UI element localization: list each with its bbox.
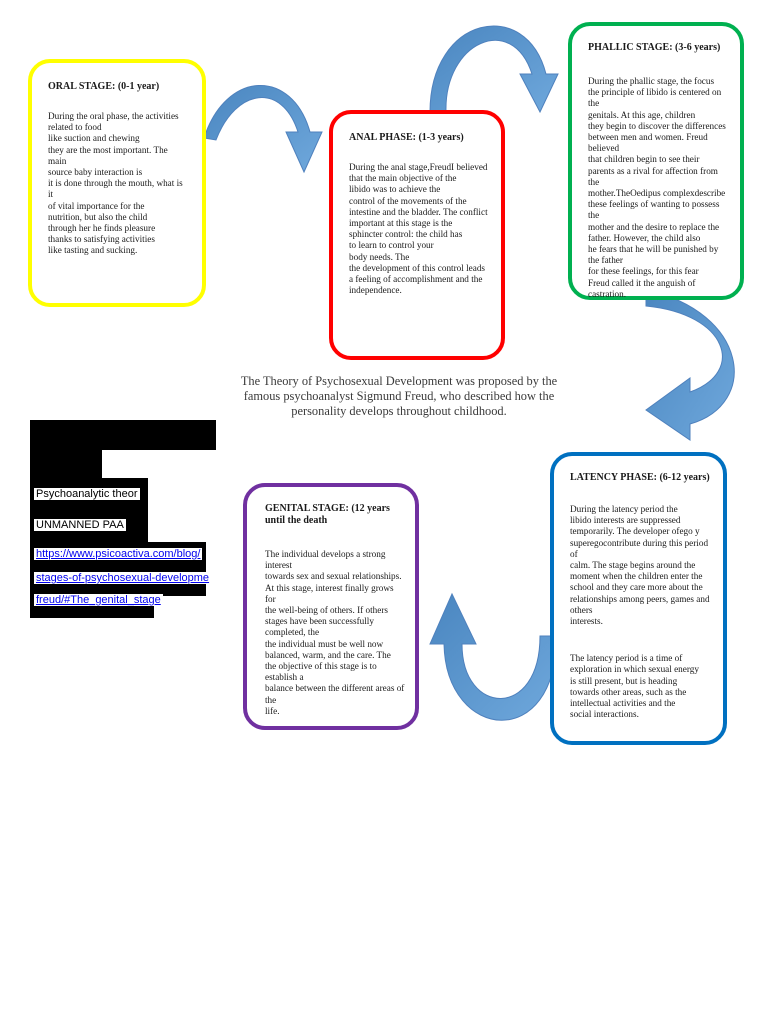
genital-stage-box: GENITAL STAGE: (12 years until the death… [243, 483, 419, 730]
anal-phase-text: During the anal stage,FreudI believed th… [349, 162, 488, 296]
arrow-oral-to-anal [203, 85, 323, 174]
genital-stage-title: GENITAL STAGE: (12 years until the death [265, 503, 390, 526]
oral-stage-text: During the oral phase, the activities re… [48, 111, 183, 256]
reference-line-1: Psychoanalytic theor [34, 488, 140, 500]
latency-phase-title: LATENCY PHASE: (6-12 years) [570, 472, 710, 483]
anal-phase-box: ANAL PHASE: (1-3 years) During the anal … [329, 110, 505, 360]
reference-link-2[interactable]: stages-of-psychosexual-developme [34, 572, 212, 584]
latency-phase-box: LATENCY PHASE: (6-12 years) During the l… [550, 452, 727, 745]
arrow-anal-to-phallic [429, 25, 559, 114]
genital-stage-text: The individual develops a strong interes… [265, 549, 405, 716]
black-bar-1 [30, 420, 216, 450]
arrow-latency-to-genital [429, 592, 557, 721]
arrow-phallic-to-latency [645, 289, 735, 441]
latency-phase-text-2: The latency period is a time of explorat… [570, 653, 699, 720]
anal-phase-title: ANAL PHASE: (1-3 years) [349, 132, 464, 143]
black-bar-2 [30, 450, 102, 478]
oral-stage-title: ORAL STAGE: (0-1 year) [48, 81, 160, 92]
reference-link-3[interactable]: freud/#The_genital_stage [34, 594, 163, 606]
phallic-stage-box: PHALLIC STAGE: (3-6 years) During the ph… [568, 22, 744, 300]
latency-phase-text: During the latency period the libido int… [570, 504, 710, 627]
reference-link-1[interactable]: https://www.psicoactiva.com/blog/ [34, 548, 203, 560]
phallic-stage-title: PHALLIC STAGE: (3-6 years) [588, 42, 721, 53]
oral-stage-box: ORAL STAGE: (0-1 year) During the oral p… [28, 59, 206, 307]
reference-line-2: UNMANNED PAA [34, 519, 126, 531]
intro-text: The Theory of Psychosexual Development w… [240, 374, 558, 418]
phallic-stage-text: During the phallic stage, the focus the … [588, 76, 726, 299]
